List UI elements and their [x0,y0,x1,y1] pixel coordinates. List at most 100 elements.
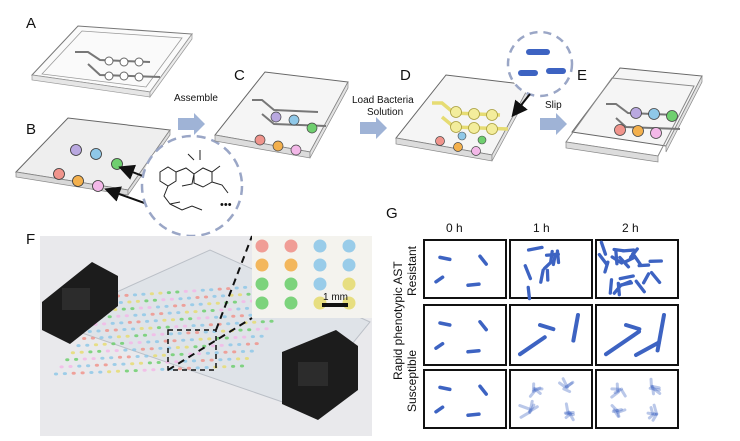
droplet [105,349,110,353]
molecule-more-dots: ••• [220,199,232,211]
droplet [179,352,184,356]
droplet [102,342,107,346]
droplet [252,320,257,324]
droplet [191,359,197,363]
droplet [178,297,183,301]
bacterium [641,272,651,285]
load-arrow [360,117,387,139]
bacterium [649,270,662,285]
droplet [193,345,198,349]
inset-droplet [284,239,298,253]
bacterium [434,405,445,414]
droplet [237,293,243,297]
bacterium [651,412,659,422]
inset-droplet [255,258,269,272]
droplet [175,346,180,349]
droplet [190,303,195,307]
inset-droplet [255,277,269,291]
droplet [115,369,121,373]
droplet [128,341,133,345]
droplet [98,370,103,374]
droplet [148,326,153,330]
loaded-chip-d [395,74,531,162]
bacterium [603,260,610,274]
droplet [119,321,124,325]
droplet [142,333,148,337]
bacterium [532,387,542,395]
droplet [144,354,149,358]
inset-droplet [313,239,327,253]
droplet [149,347,154,351]
bacterium [624,323,642,332]
bacterium [466,348,481,354]
droplet [151,368,156,372]
droplet [210,344,216,348]
bacterium [567,410,575,422]
droplet [228,343,233,347]
droplet [192,289,197,293]
droplet [224,336,229,340]
droplet [183,289,188,293]
droplet [249,349,254,353]
inset-droplet [284,296,298,310]
assembled-chip-c [214,71,349,159]
droplet [200,323,205,327]
droplet [245,342,251,346]
bacterium [647,412,656,420]
bacterium [646,411,658,416]
well-pink [92,180,104,192]
ast-cell [509,239,593,299]
droplet [240,350,246,353]
droplet [161,298,166,302]
droplet [77,364,82,368]
droplet [255,327,260,331]
droplet [177,367,183,371]
droplet [59,365,64,369]
droplet [86,364,91,368]
droplet [130,307,135,311]
slipped-chip-e [565,67,703,163]
clamp-right [282,330,358,420]
scale-bar [322,303,348,307]
droplet [120,341,125,345]
bacterium [519,410,531,419]
bacterium [634,340,661,357]
droplet [70,351,75,355]
droplet [133,369,138,373]
droplet [71,371,76,375]
droplet [208,323,213,327]
droplet [202,309,207,313]
well-purple [70,144,82,156]
bacterium [538,323,556,332]
droplet [108,335,113,339]
droplet [88,350,93,354]
droplet [130,362,135,366]
bacterium [466,412,481,417]
droplet [205,351,210,355]
droplet [74,357,79,361]
droplet [219,308,224,312]
bacterium [614,249,619,266]
well-blue [90,148,102,160]
droplet [254,342,259,346]
step-load-label-1: Load Bacteria [352,95,414,106]
droplet [209,358,214,362]
arrow-to-well-pink [104,186,151,206]
inset-droplet [284,258,298,272]
droplet [167,311,172,315]
droplet [203,295,209,299]
row-label-resistant: Resistant [405,245,419,296]
droplet [90,336,95,340]
bacterium [652,403,659,416]
droplet [161,353,166,357]
droplet [227,357,232,361]
droplet [160,332,165,336]
photo-f: 1 mm [40,235,372,436]
inset-droplet [313,258,327,272]
droplet [196,316,201,320]
droplet [269,319,274,323]
bacterium [628,247,639,259]
droplet [231,314,236,318]
droplet [244,357,249,360]
droplet [105,329,110,332]
